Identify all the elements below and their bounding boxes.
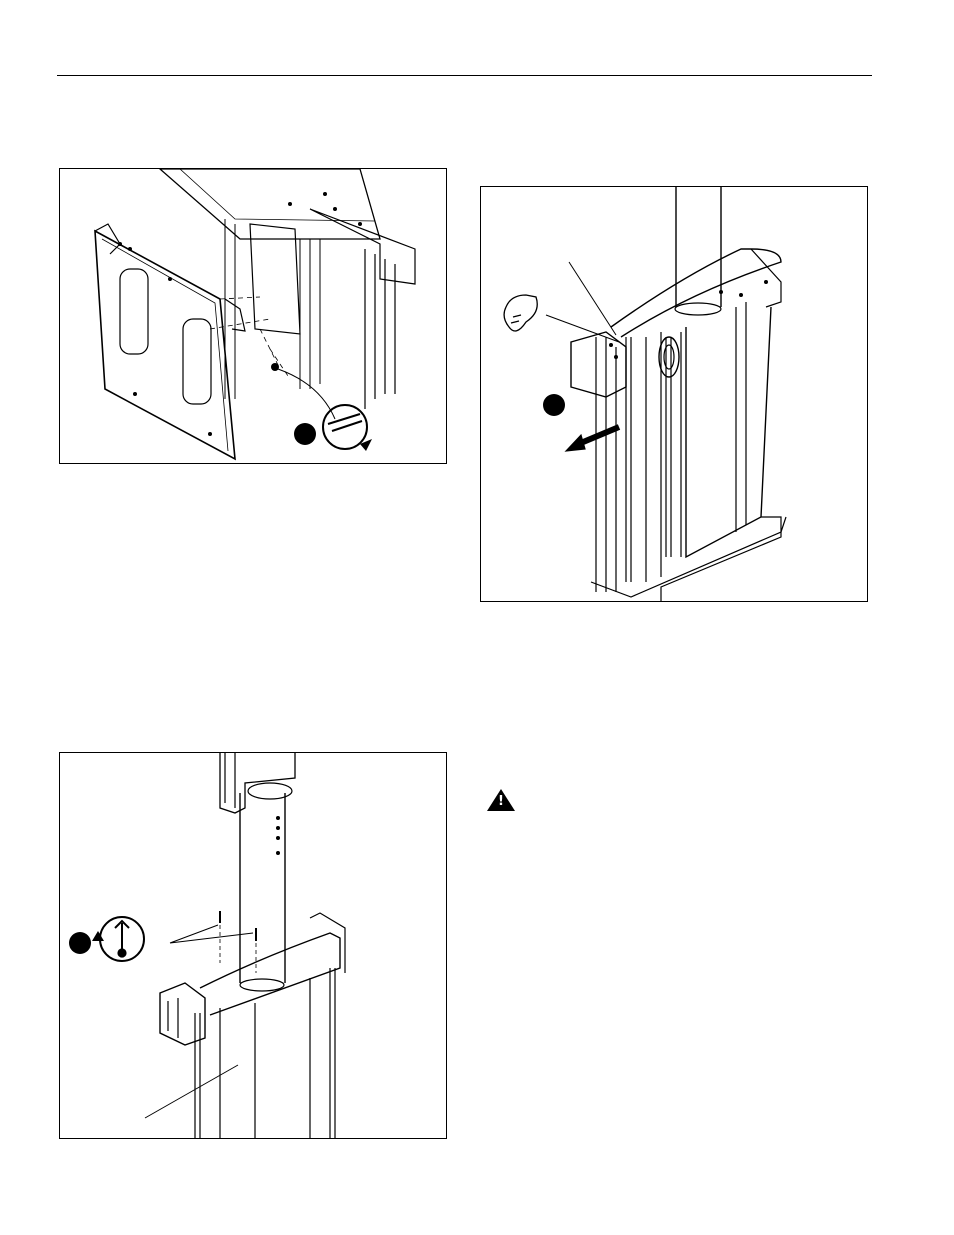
- callout-dot: [294, 423, 316, 445]
- figure-column-screws: [59, 752, 447, 1139]
- header-rule: [57, 75, 872, 76]
- hand-pull-icon: [504, 295, 537, 331]
- wrench-tighten-icon: [323, 405, 372, 451]
- screwdriver-loosen-icon: [92, 917, 144, 961]
- warning-triangle-icon: !: [486, 788, 516, 812]
- figure-mount-bracket-screw: [59, 168, 447, 464]
- callout-dot: [69, 932, 91, 954]
- callout-dot: [543, 394, 565, 416]
- figure-remove-cover: [480, 186, 868, 602]
- warning-mark: !: [486, 794, 516, 809]
